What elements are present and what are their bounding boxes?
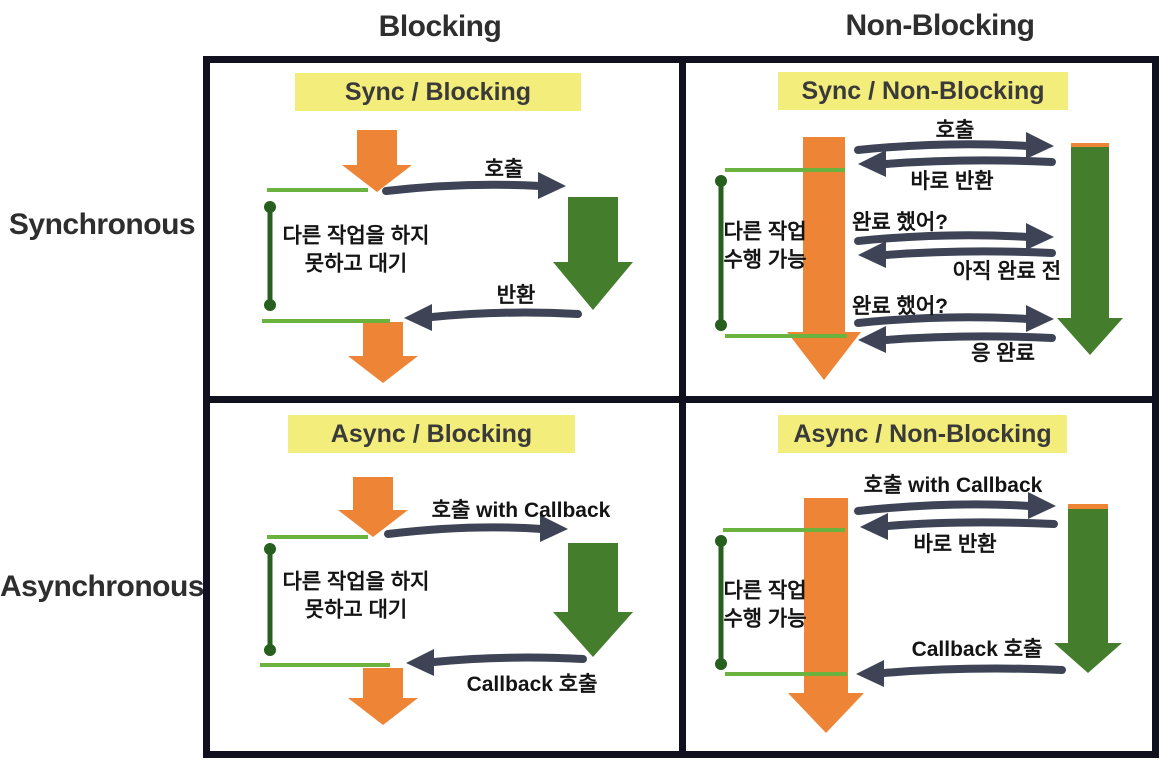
br-call-arrow-head (1028, 492, 1056, 519)
tl-wait-bracket-dot-bottom (264, 299, 276, 311)
tr-poll2-response-arrow-line (882, 332, 1056, 344)
tr-immediate-return-arrow-head (858, 150, 886, 177)
tr-quadrant-title: Sync / Non-Blocking (778, 72, 1068, 110)
tr-poll2-arrow-line (854, 313, 1032, 327)
bl-wait-label: 다른 작업을 하지 못하고 대기 (283, 569, 430, 626)
br-quadrant-title: Async / Non-Blocking (778, 415, 1067, 453)
br-callee-arrow (1054, 509, 1122, 673)
tl-call-label: 호출 (484, 157, 524, 181)
br-callee-arrow-orange-cap (1068, 504, 1108, 509)
tl-wait-label-line2: 못하고 대기 (304, 253, 408, 276)
tl-caller-arrow-top (342, 130, 412, 192)
tl-wait-label-line1: 다른 작업을 하지 (282, 224, 430, 248)
tr-poll2-response-arrow-head (858, 326, 886, 353)
tr-call-arrow-line (854, 140, 1032, 154)
tr-otherwork-bracket-dot-top (715, 175, 727, 187)
bl-call-arrow-head (540, 515, 568, 542)
bl-wait-bracket-dot-top (264, 543, 276, 555)
bl-callback-label: Callback 호출 (466, 672, 598, 696)
tl-return-arrow-line (428, 308, 582, 321)
column-label-non-blocking: Non-Blocking (845, 9, 1036, 42)
bl-callback-arrow-line (430, 653, 587, 666)
tr-immediate-return-label: 바로 반환 (910, 169, 994, 193)
bl-wait-bracket-dot-bottom (264, 644, 276, 656)
tl-call-arrow-head (538, 172, 566, 199)
tr-otherwork-label-line1: 다른 작업 (723, 220, 807, 244)
bl-call-arrow-line (384, 523, 546, 538)
br-otherwork-label-line1: 다른 작업 (723, 579, 807, 603)
bl-callback-arrow-head (406, 649, 434, 676)
tr-poll2-response-label: 응 완료 (971, 341, 1035, 365)
tr-otherwork-label: 다른 작업 수행 가능 (723, 219, 806, 276)
tr-poll1-arrow-line (854, 231, 1032, 245)
tr-poll2-label: 완료 했어? (852, 294, 948, 318)
tr-poll1-response-arrow-head (858, 241, 886, 268)
tr-call-label: 호출 (935, 118, 975, 142)
br-call-label: 호출 with Callback (863, 473, 1043, 497)
tr-poll1-label: 완료 했어? (852, 210, 948, 234)
tr-otherwork-bracket-dot-bottom (715, 319, 727, 331)
br-call-arrow-line (854, 500, 1034, 515)
br-callback-arrow-line (880, 664, 1066, 677)
tl-callee-arrow (553, 197, 633, 310)
bl-call-label: 호출 with Callback (431, 498, 611, 522)
br-immediate-return-arrow-head (860, 513, 888, 540)
tl-return-arrow-head (404, 304, 432, 331)
tr-call-arrow-head (1026, 132, 1054, 159)
tl-quadrant-title: Sync / Blocking (295, 73, 581, 111)
bl-wait-label-line1: 다른 작업을 하지 (282, 570, 430, 594)
br-otherwork-bracket-dot-bottom (715, 658, 727, 670)
tl-wait-bracket-dot-top (264, 201, 276, 213)
tr-poll1-response-arrow-line (882, 247, 1056, 259)
br-callback-arrow-head (856, 660, 884, 687)
tl-return-label: 반환 (496, 283, 536, 307)
br-callback-label: Callback 호출 (911, 637, 1043, 661)
br-immediate-return-arrow-line (884, 518, 1058, 530)
bl-quadrant-title: Async / Blocking (288, 415, 575, 453)
grid-divider-horizontal (203, 396, 1159, 403)
tr-poll1-arrow-head (1026, 223, 1054, 250)
tr-otherwork-label-line2: 수행 가능 (723, 249, 807, 272)
tl-call-arrow-line (382, 180, 544, 195)
br-immediate-return-label: 바로 반환 (913, 532, 997, 556)
tr-caller-arrow (787, 137, 861, 380)
tr-callee-arrow-orange-cap (1071, 143, 1109, 148)
br-otherwork-label: 다른 작업 수행 가능 (723, 578, 806, 635)
tr-callee-arrow (1057, 147, 1123, 355)
tr-poll1-response-label: 아직 완료 전 (952, 259, 1062, 283)
column-label-blocking: Blocking (378, 10, 502, 43)
tl-wait-label: 다른 작업을 하지 못하고 대기 (283, 223, 430, 280)
br-otherwork-label-line2: 수행 가능 (723, 608, 807, 631)
bl-callee-arrow (553, 543, 633, 657)
bl-caller-arrow-bottom (348, 668, 418, 725)
bl-caller-arrow-top (338, 477, 408, 537)
tr-immediate-return-arrow-line (882, 156, 1056, 168)
grid-divider-vertical (679, 56, 686, 758)
bl-wait-label-line2: 못하고 대기 (304, 599, 408, 622)
tl-caller-arrow-bottom (348, 322, 418, 383)
row-label-synchronous: Synchronous (8, 208, 196, 241)
row-label-asynchronous: Asynchronous (0, 570, 205, 603)
tr-poll2-arrow-head (1026, 305, 1054, 332)
br-otherwork-bracket-dot-top (715, 535, 727, 547)
